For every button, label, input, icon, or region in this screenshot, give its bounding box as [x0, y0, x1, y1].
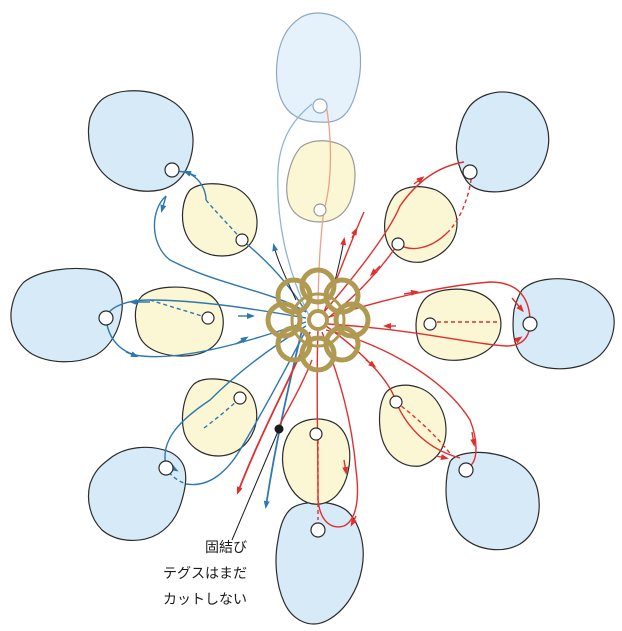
small-petal-upper-right: [384, 186, 458, 263]
small-petal-bottom: [281, 418, 351, 505]
hole-large-top: [312, 98, 328, 114]
small-petal-top: [286, 140, 356, 223]
hole-small-top: [313, 203, 327, 217]
large-petal-left: [10, 267, 123, 363]
petal-holes: [98, 98, 538, 538]
hole-small-upper-right: [391, 237, 405, 251]
center-ornament: [265, 267, 371, 373]
red-threads: [236, 161, 531, 528]
small-petal-lower-right: [378, 384, 447, 467]
small-petals: [134, 140, 502, 505]
hole-small-lower-right: [389, 395, 403, 409]
knot-leader-line: [231, 428, 280, 541]
hole-large-bottom: [310, 522, 326, 538]
hole-small-bottom: [309, 427, 323, 441]
hole-small-right: [423, 317, 437, 331]
large-petal-upper-left: [87, 90, 194, 192]
hole-large-right: [522, 316, 538, 332]
large-petal-upper-right: [455, 91, 550, 193]
hole-large-lower-right: [458, 462, 474, 478]
hole-large-upper-left: [164, 162, 180, 178]
large-petal-right: [512, 278, 615, 370]
note-line-2: カットしない: [163, 592, 247, 608]
knot-label: 固結び: [205, 540, 247, 556]
hole-small-lower-left: [233, 391, 247, 405]
hole-large-lower-left: [158, 460, 174, 476]
hole-large-upper-right: [462, 164, 478, 180]
large-petal-top: [275, 12, 362, 123]
hole-large-left: [98, 310, 114, 326]
note-line-1: テグスはまだ: [163, 566, 247, 582]
hole-small-left: [201, 311, 215, 325]
small-petal-left: [134, 286, 224, 357]
hole-small-upper-left: [235, 233, 249, 247]
large-petal-bottom: [275, 501, 364, 625]
large-petal-lower-left: [87, 446, 187, 541]
